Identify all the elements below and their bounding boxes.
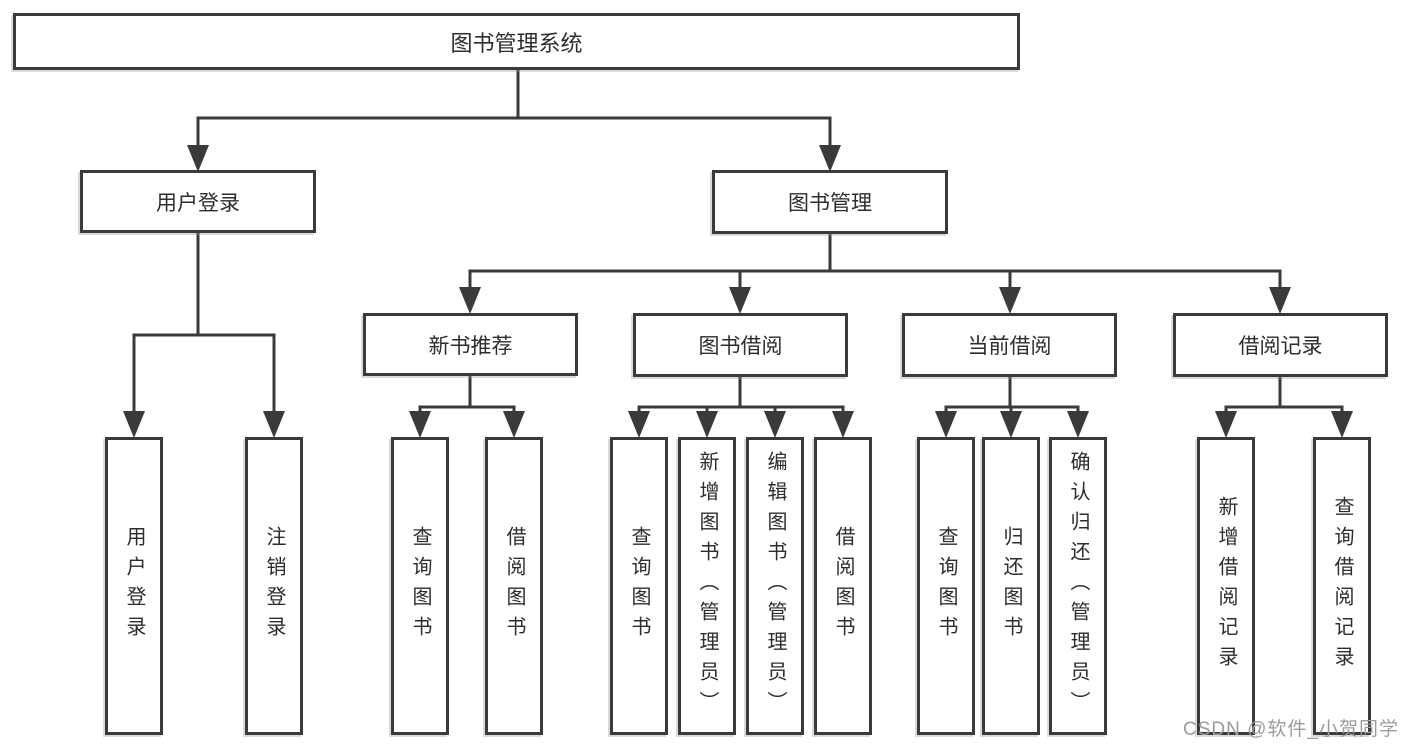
arrow-icon <box>1269 287 1291 314</box>
leaf-label: 用户登录 <box>123 526 145 646</box>
leaf-label: 编辑图书（管理员） <box>764 451 786 721</box>
leaf-label: 确认归还（管理员） <box>1067 451 1089 721</box>
arrow-icon <box>459 287 481 314</box>
leaf-label: 查询借阅记录 <box>1331 496 1353 676</box>
arrow-icon <box>1067 411 1089 438</box>
leaf-label: 查询图书 <box>935 526 957 646</box>
edge-userlogin-to-leaves <box>132 231 276 413</box>
leaf-label: 查询图书 <box>409 526 431 646</box>
arrow-icon <box>123 411 145 438</box>
leaf-current-query-book: 查询图书 <box>917 437 975 735</box>
leaf-user-login: 用户登录 <box>105 437 163 735</box>
leaf-label: 新增图书（管理员） <box>696 451 718 721</box>
leaf-current-return-book: 归还图书 <box>982 437 1040 735</box>
arrow-icon <box>819 145 841 172</box>
node-borrow-records: 借阅记录 <box>1173 313 1388 377</box>
leaf-records-query-record: 查询借阅记录 <box>1313 437 1371 735</box>
leaf-label: 新增借阅记录 <box>1215 496 1237 676</box>
leaf-label: 借阅图书 <box>503 526 525 646</box>
leaf-borrow-query-book: 查询图书 <box>610 437 668 735</box>
leaf-logout-login: 注销登录 <box>245 437 303 735</box>
edge-records-to-leaves <box>1224 375 1344 413</box>
arrow-icon <box>409 411 431 438</box>
node-library-system: 图书管理系统 <box>13 13 1020 70</box>
leaf-records-add-record: 新增借阅记录 <box>1197 437 1255 735</box>
edge-root-to-level2 <box>196 68 832 147</box>
leaf-borrow-borrow-book: 借阅图书 <box>814 437 872 735</box>
leaf-borrow-edit-book-admin: 编辑图书（管理员） <box>746 437 804 735</box>
arrow-icon <box>696 411 718 438</box>
leaf-recommend-borrow-book: 借阅图书 <box>485 437 543 735</box>
arrow-icon <box>628 411 650 438</box>
arrow-icon <box>999 287 1021 314</box>
leaf-label: 查询图书 <box>628 526 650 646</box>
leaf-recommend-query-book: 查询图书 <box>391 437 449 735</box>
leaf-label: 借阅图书 <box>832 526 854 646</box>
arrow-icon <box>832 411 854 438</box>
arrow-icon <box>1215 411 1237 438</box>
node-user-login: 用户登录 <box>80 170 316 233</box>
node-new-book-recommend: 新书推荐 <box>363 313 578 376</box>
leaf-label: 归还图书 <box>1000 526 1022 646</box>
edge-recommend-to-leaves <box>418 374 516 413</box>
node-book-borrow: 图书借阅 <box>633 313 848 377</box>
arrow-icon <box>1000 411 1022 438</box>
leaf-label: 注销登录 <box>263 526 285 646</box>
edge-current-to-leaves <box>944 375 1080 413</box>
arrow-icon <box>764 411 786 438</box>
arrow-icon <box>263 411 285 438</box>
arrow-icon <box>1331 411 1353 438</box>
arrow-icon <box>503 411 525 438</box>
csdn-watermark: CSDN @软件_小贺同学 <box>1183 719 1399 740</box>
arrow-icon <box>729 287 751 314</box>
arrow-icon <box>187 145 209 172</box>
node-current-borrow: 当前借阅 <box>902 313 1117 377</box>
leaf-borrow-add-book-admin: 新增图书（管理员） <box>678 437 736 735</box>
edge-bookmgmt-to-level3 <box>468 232 1282 289</box>
node-book-management: 图书管理 <box>712 170 948 234</box>
edge-borrow-to-leaves <box>637 375 845 413</box>
arrow-icon <box>935 411 957 438</box>
leaf-current-confirm-return-admin: 确认归还（管理员） <box>1049 437 1107 735</box>
